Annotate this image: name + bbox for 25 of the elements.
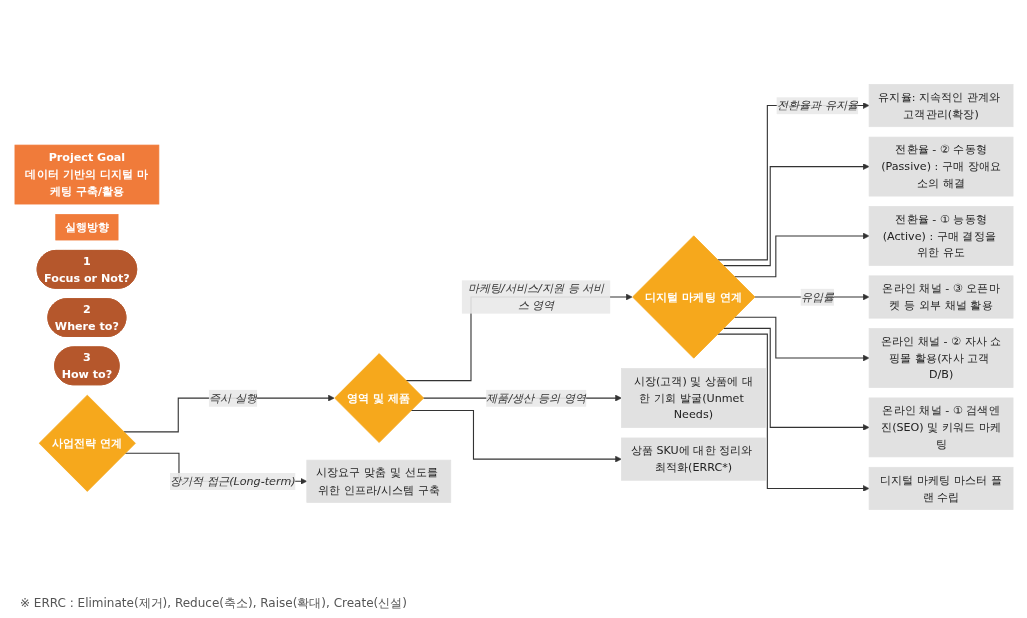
node-box: 디지털 마케팅 마스터 플랜 수립 (868, 466, 1013, 510)
node-box: 전환율 - ① 능동형(Active) : 구매 결정을 위한 유도 (868, 205, 1013, 266)
edge-label: 유입률 (800, 289, 834, 303)
arrow (722, 327, 869, 431)
node-box: 전환율 - ② 수동형(Passive) : 구매 장애요소의 해결 (868, 136, 1013, 196)
node-diamond: 영역 및 제품 (333, 352, 424, 443)
node-box: 유지율: 지속적인 관계와 고객관리(확장) (868, 83, 1013, 127)
edge-label: 장기적 접근(Long-term) (169, 473, 296, 488)
node-box: 시장(고객) 및 상품에 대한 기회 발굴(Unmet Needs) (620, 367, 766, 428)
footnote: ※ ERRC : Eliminate(제거), Reduce(축소), Raise(확대), Create(신설) (20, 595, 408, 612)
node-box: 온라인 채널 - ② 자사 쇼핑몰 활용(자사 고객 D/B) (868, 327, 1013, 388)
edge-label: 제품/생산 등의 영역 (485, 390, 586, 405)
node-box: 상품 SKU에 대한 정리와 최적화(ERRC*) (620, 437, 766, 481)
node-box: 온라인 채널 - ① 검색엔진(SEO) 및 키워드 마케팅 (868, 397, 1013, 457)
edge-label: 마케팅/서비스/지원 등 서비스 영역 (467, 281, 605, 312)
arrow (716, 333, 869, 492)
edge-label: 즉시 실행 (208, 390, 257, 405)
node-diamond: 사업전략 연계 (38, 394, 136, 492)
node-box: Project Goal 데이터 기반의 디지털 마케팅 구축/활용 (14, 144, 159, 204)
node-box: 실행방향 (54, 213, 118, 240)
node-diamond: 디지털 마케팅 연계 (631, 234, 755, 359)
edge-label: 전환율과 유지율 (776, 98, 858, 112)
arrow (733, 316, 869, 361)
node-box: 시장요구 맞춤 및 선도를 위한 인프라/시스템 구축 (305, 459, 451, 503)
node-box: 온라인 채널 - ③ 오픈마켓 등 외부 채널 활용 (868, 275, 1013, 318)
